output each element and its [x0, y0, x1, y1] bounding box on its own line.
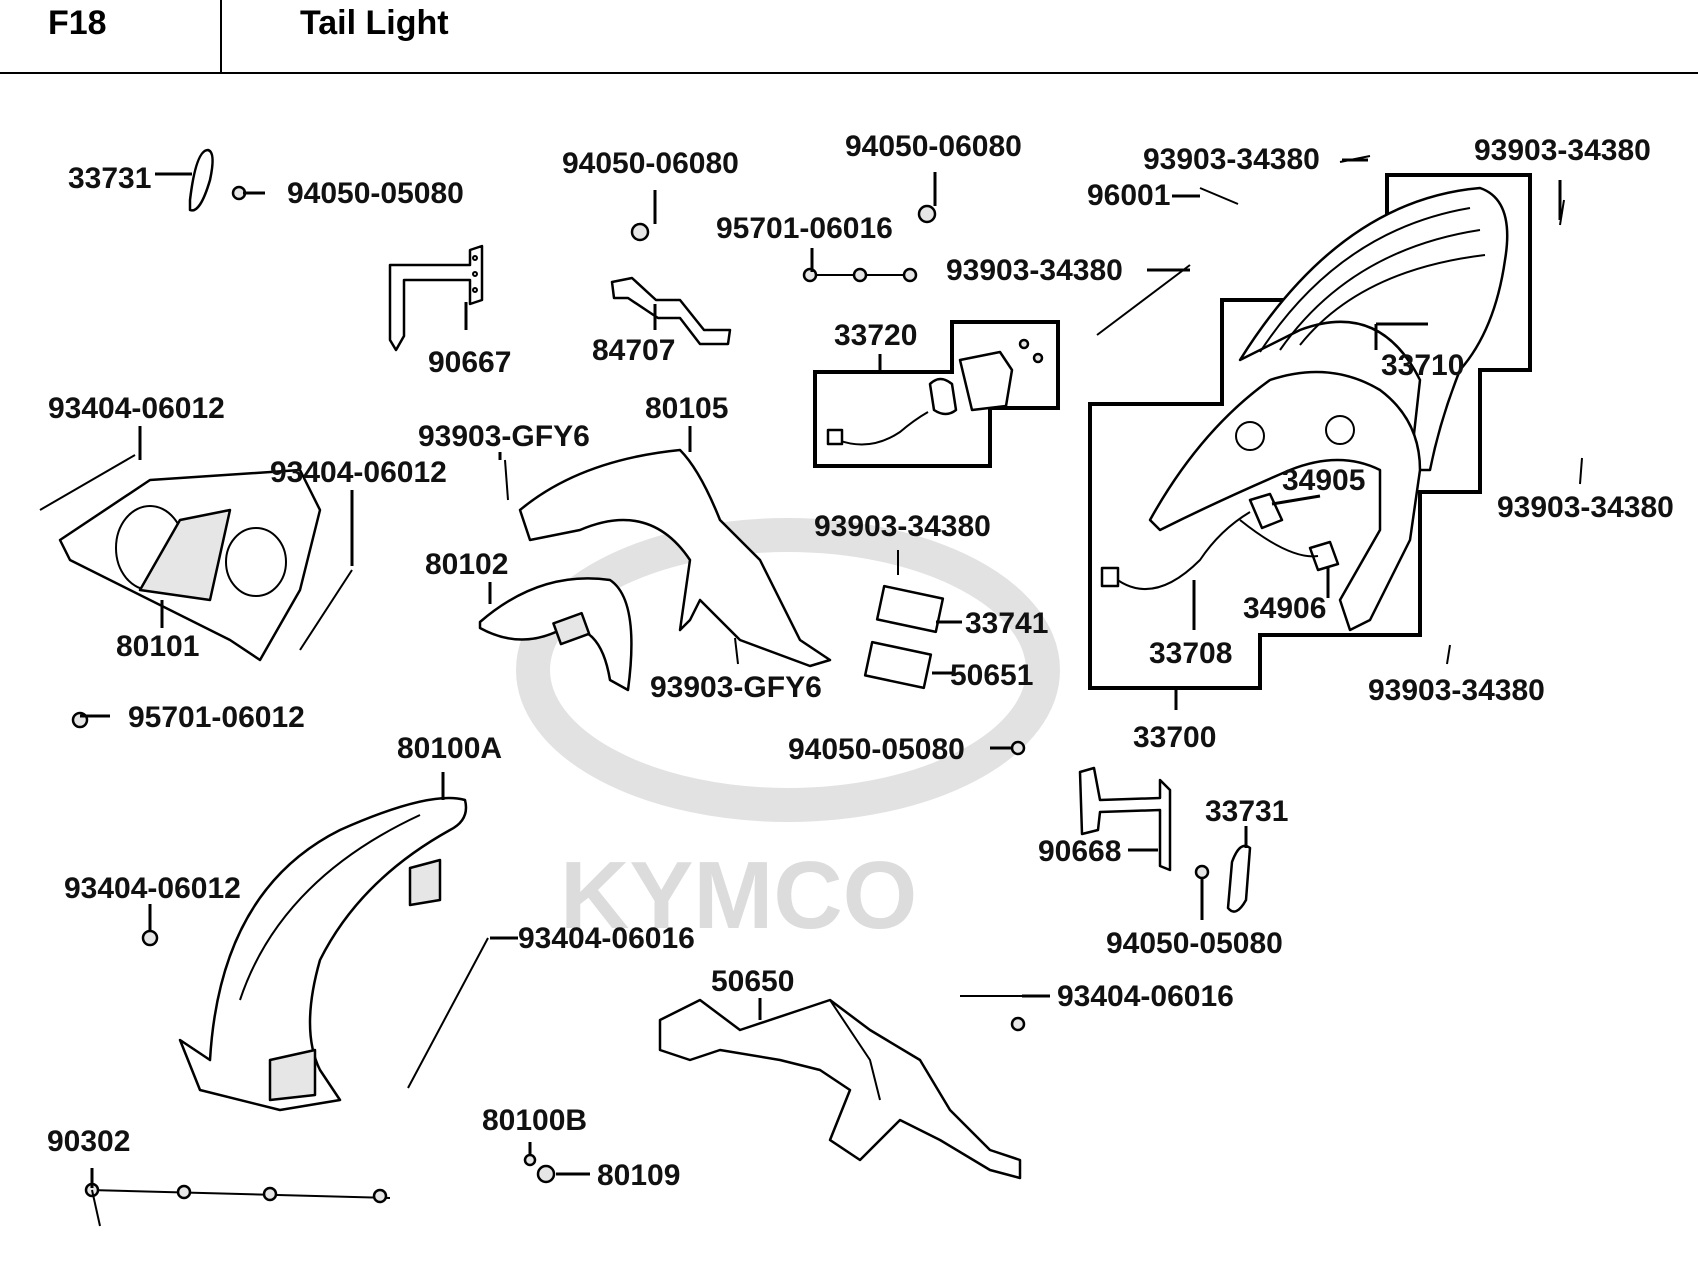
bolt-set-95701-06016 — [802, 267, 918, 283]
page-title: Tail Light — [300, 4, 449, 42]
tray-80101 — [58, 468, 322, 662]
clip-80100b — [523, 1153, 537, 1167]
bolt-93404-06012-c — [141, 929, 159, 947]
label-93404-06016-a: 93404-06016 — [518, 922, 695, 955]
screw-93903-34380-b — [1096, 264, 1191, 336]
label-93404-06012-b: 93404-06012 — [270, 456, 447, 489]
assembly-33700-box — [1088, 173, 1532, 690]
label-90668: 90668 — [1038, 835, 1121, 868]
bracket-84707 — [610, 276, 732, 346]
label-33731-b: 33731 — [1205, 795, 1288, 828]
label-33710: 33710 — [1381, 349, 1464, 382]
nut-80109 — [536, 1164, 556, 1184]
bolt-96001 — [1199, 187, 1239, 205]
plate-33741 — [875, 584, 945, 634]
screw-93903-gfy6-a — [504, 459, 509, 501]
screw-93903-34380-d — [1579, 457, 1583, 485]
socket-33720 — [826, 338, 1044, 446]
label-84707: 84707 — [592, 334, 675, 367]
label-90302: 90302 — [47, 1125, 130, 1158]
label-93903-34380-f: 93903-34380 — [1368, 674, 1545, 707]
label-93404-06012-a: 93404-06012 — [48, 392, 225, 425]
label-93903-34380-a: 93903-34380 — [1143, 143, 1320, 176]
leader-lines — [80, 158, 1562, 1188]
cover-80102 — [478, 577, 633, 692]
label-33708: 33708 — [1149, 637, 1232, 670]
label-80109: 80109 — [597, 1159, 680, 1192]
section-code: F18 — [48, 4, 107, 42]
label-34906: 34906 — [1243, 592, 1326, 625]
label-33700: 33700 — [1133, 721, 1216, 754]
label-33720: 33720 — [834, 319, 917, 352]
label-94050-05080-c: 94050-05080 — [1106, 927, 1283, 960]
label-93903-34380-e: 93903-34380 — [814, 510, 991, 543]
fender-80105 — [518, 448, 832, 668]
label-95701-06012: 95701-06012 — [128, 701, 305, 734]
label-93903-34380-c: 93903-34380 — [1474, 134, 1651, 167]
assembly-33720-box — [813, 320, 1060, 468]
housing-33700 — [1148, 370, 1422, 632]
screw-93404-06012-a — [39, 454, 136, 511]
label-93903-gfy6-b: 93903-GFY6 — [650, 671, 822, 704]
nut-94050-06080-a — [630, 222, 650, 242]
plate-50651 — [863, 640, 933, 690]
label-94050-06080-b: 94050-06080 — [845, 130, 1022, 163]
label-33731-a: 33731 — [68, 162, 151, 195]
screw-93903-34380-f — [1446, 644, 1451, 665]
watermark-brand: KYMCO — [560, 842, 917, 949]
label-80100b: 80100B — [482, 1104, 587, 1137]
label-93903-34380-d: 93903-34380 — [1497, 491, 1674, 524]
reflector-33731-b — [1226, 844, 1252, 913]
bulbs-34905-34906 — [1248, 492, 1340, 572]
label-50651: 50651 — [950, 659, 1033, 692]
nut-94050-05080-c — [1194, 864, 1210, 880]
bracket-90668 — [1078, 766, 1172, 872]
label-90667: 90667 — [428, 346, 511, 379]
rear-fender-80100a — [178, 796, 468, 1112]
bracket-90667 — [388, 244, 484, 352]
nut-94050-05080-b — [1010, 740, 1026, 756]
lens-33710 — [1238, 186, 1509, 472]
screw-93903-34380-c — [1559, 199, 1565, 226]
kymco-watermark: KYMCO — [516, 518, 1060, 949]
bolt-93404-06016-b-2 — [1010, 1016, 1026, 1032]
label-80100a: 80100A — [397, 732, 502, 765]
label-80101: 80101 — [116, 630, 199, 663]
screw-93404-06012-b — [299, 569, 353, 651]
label-94050-05080-b: 94050-05080 — [788, 733, 965, 766]
label-93903-34380-b: 93903-34380 — [946, 254, 1123, 287]
nut-94050-06080-b — [917, 204, 937, 224]
label-94050-06080-a: 94050-06080 — [562, 147, 739, 180]
label-33741: 33741 — [965, 607, 1048, 640]
label-93404-06012-c: 93404-06012 — [64, 872, 241, 905]
harness-33708 — [1100, 511, 1319, 590]
page-header: F18 Tail Light — [0, 0, 1698, 74]
label-96001: 96001 — [1087, 179, 1170, 212]
screw-93903-gfy6-b — [734, 637, 739, 665]
label-93903-gfy6-a: 93903-GFY6 — [418, 420, 590, 453]
label-50650: 50650 — [711, 965, 794, 998]
label-34905: 34905 — [1282, 464, 1365, 497]
header-divider — [220, 0, 222, 72]
label-93404-06016-b: 93404-06016 — [1057, 980, 1234, 1013]
label-95701-06016: 95701-06016 — [716, 212, 893, 245]
label-94050-05080-a: 94050-05080 — [287, 177, 464, 210]
label-80102: 80102 — [425, 548, 508, 581]
reflector-33731-a — [188, 148, 214, 212]
label-80105: 80105 — [645, 392, 728, 425]
bracket-50650 — [658, 998, 1022, 1180]
bolt-set-90302 — [84, 1182, 391, 1227]
screw-93404-06016-a — [407, 937, 489, 1089]
